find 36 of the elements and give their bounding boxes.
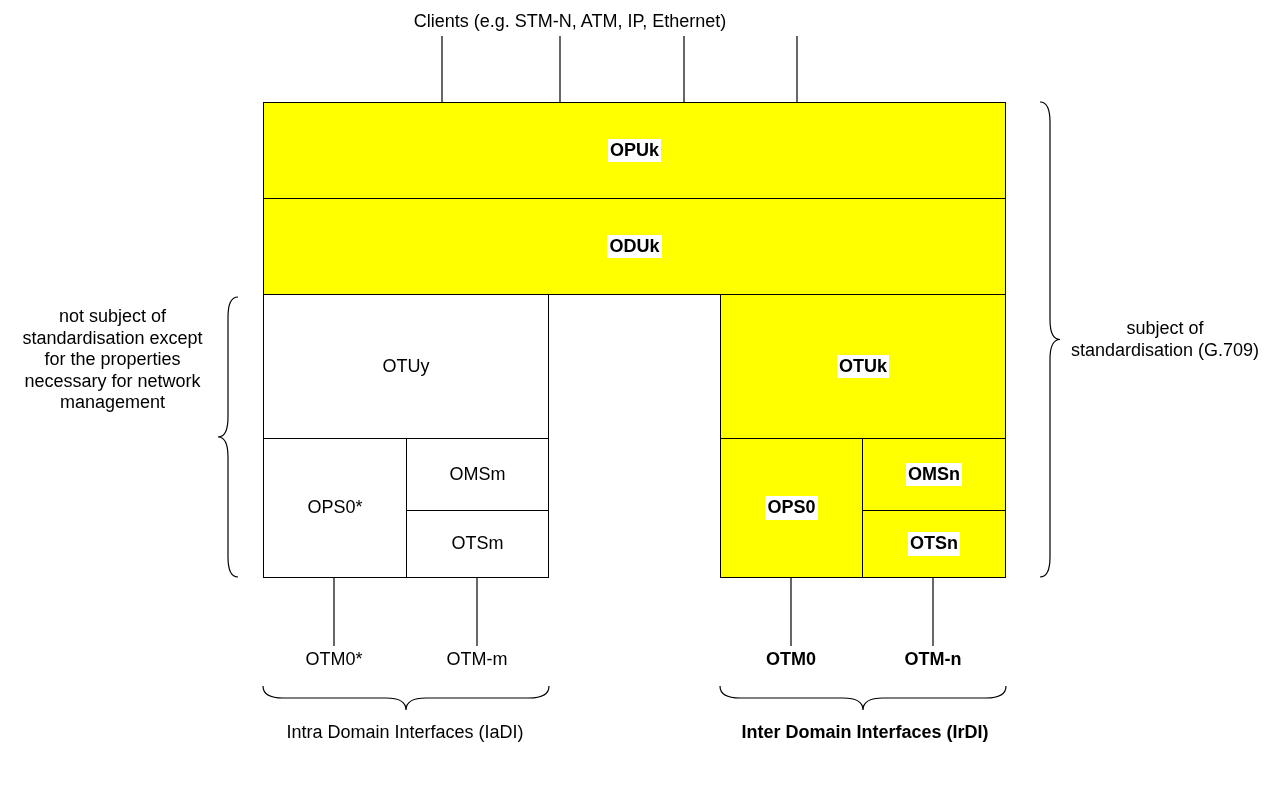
interface-label: OTM-n xyxy=(904,648,962,670)
annotation-text: subject of standardisation (G.709) xyxy=(1070,318,1260,362)
layer-name: OPUk xyxy=(608,138,661,163)
layer-block xyxy=(263,198,1006,295)
layer-block xyxy=(720,294,1006,439)
annotation-text: Intra Domain Interfaces (IaDI) xyxy=(285,722,525,744)
interface-label: Clients (e.g. STM-N, ATM, IP, Ethernet) xyxy=(413,10,727,32)
connector-line xyxy=(683,35,685,103)
layer-name: OTSn xyxy=(908,532,960,556)
layer-block xyxy=(720,438,863,578)
connector-line xyxy=(796,35,798,103)
interface-label: OTM-m xyxy=(446,648,508,670)
layer-block xyxy=(263,294,549,439)
connector-line xyxy=(476,577,478,647)
layer-block xyxy=(862,438,1006,511)
layer-name: OPS0* xyxy=(307,497,363,519)
layer-name: OMSn xyxy=(906,462,962,487)
layer-block xyxy=(263,438,407,578)
interface-label: OTM0 xyxy=(766,648,816,670)
layer-name: ODUk xyxy=(607,234,662,259)
layer-block xyxy=(862,510,1006,578)
interface-label: OTM0* xyxy=(305,648,363,670)
layer-name: OTSm xyxy=(451,533,504,555)
layer-block xyxy=(263,102,1006,199)
connector-line xyxy=(441,35,443,103)
annotation-text: not subject of standardisation except for the properties necessary for network management xyxy=(21,306,204,414)
connector-line xyxy=(333,577,335,647)
connector-line xyxy=(790,577,792,647)
layer-block xyxy=(406,510,549,578)
layer-name: OTUk xyxy=(837,354,889,379)
annotation-text: Inter Domain Interfaces (IrDI) xyxy=(740,722,990,744)
connector-line xyxy=(932,577,934,647)
layer-name: OTUy xyxy=(382,355,430,378)
layer-name: OPS0 xyxy=(765,496,818,520)
layer-name: OMSm xyxy=(449,463,506,486)
connector-line xyxy=(559,35,561,103)
